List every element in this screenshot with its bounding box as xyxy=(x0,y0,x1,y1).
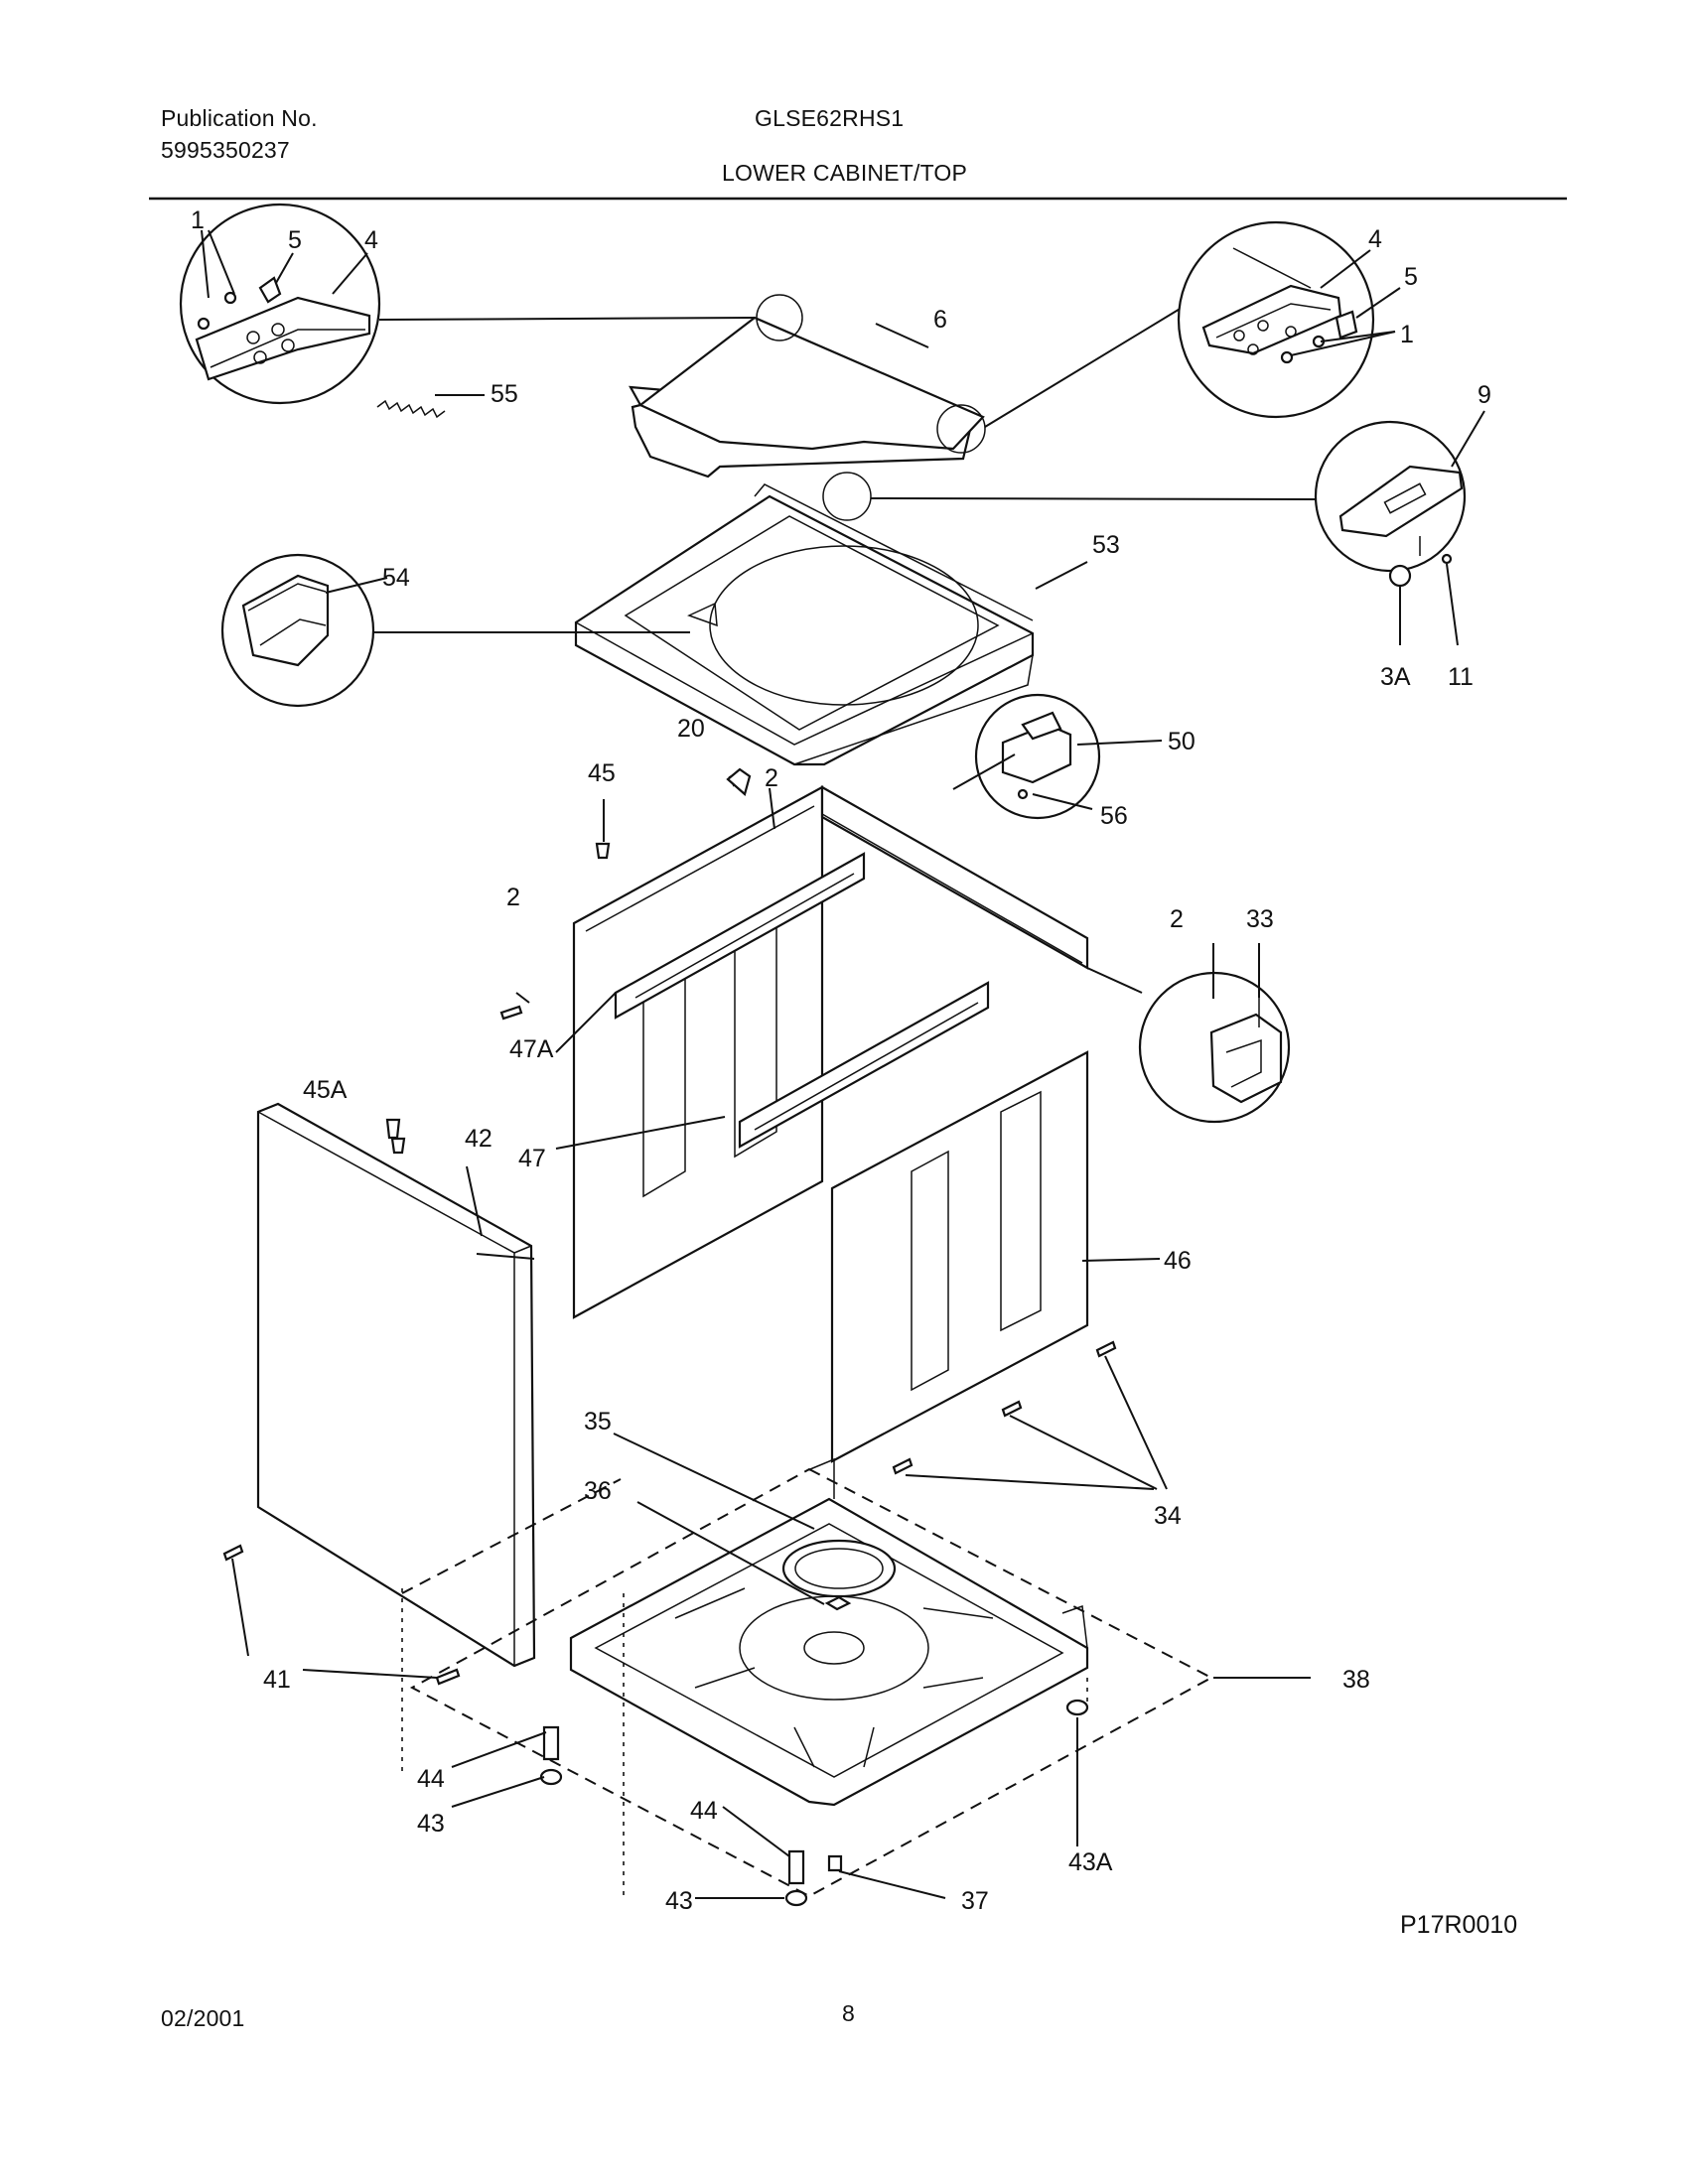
assembly-guide-feet xyxy=(401,1478,622,1594)
callout-5: 5 xyxy=(288,226,302,254)
section-title: LOWER CABINET/TOP xyxy=(722,160,968,186)
detail-circle-lid-switch xyxy=(974,693,1101,820)
callout-56: 56 xyxy=(1100,802,1128,830)
publication-label: Publication No. xyxy=(161,105,318,131)
callout-41: 41 xyxy=(263,1666,291,1694)
model-number: GLSE62RHS1 xyxy=(755,105,905,131)
brace-part-47 xyxy=(738,981,990,1149)
leader-lines xyxy=(201,229,1485,1899)
callout-20: 20 xyxy=(677,715,705,743)
callout-44: 44 xyxy=(417,1765,445,1793)
callout-43A: 43A xyxy=(1068,1848,1113,1876)
callout-2: 2 xyxy=(506,884,520,911)
callout-5: 5 xyxy=(1404,263,1418,291)
bumper-part-45A xyxy=(385,1118,401,1140)
callout-35: 35 xyxy=(584,1408,612,1435)
front-panel-part xyxy=(256,1102,536,1668)
detail-circle-dispenser-cup xyxy=(220,553,375,708)
brace-part-47A xyxy=(614,852,866,1020)
lid-part xyxy=(629,294,986,521)
publication-number: 5995350237 xyxy=(161,137,290,163)
callout-1: 1 xyxy=(191,206,205,234)
detail-circle-lid-bumper xyxy=(1314,420,1467,588)
callout-54: 54 xyxy=(382,564,410,592)
side-panel-part-46 xyxy=(830,1050,1089,1463)
callout-9: 9 xyxy=(1477,381,1491,409)
pump-plug-part xyxy=(824,1595,852,1611)
top-panel-part xyxy=(574,483,1035,766)
callout-53: 53 xyxy=(1092,531,1120,559)
callout-2: 2 xyxy=(765,764,778,792)
callout-33: 33 xyxy=(1246,905,1274,933)
callout-47A: 47A xyxy=(509,1035,554,1063)
assembly-guide-base xyxy=(409,1467,1214,1898)
detail-circle-hinge-bracket xyxy=(1138,971,1291,1124)
base-frame-part xyxy=(569,1457,1089,1807)
callout-38: 38 xyxy=(1342,1666,1370,1694)
callout-55: 55 xyxy=(491,380,518,408)
callout-46: 46 xyxy=(1164,1247,1192,1275)
callout-3A: 3A xyxy=(1380,663,1411,691)
callout-labels: 1 5 4 55 6 4 5 1 9 3A 11 53 54 20 2 45 5… xyxy=(191,206,1491,1915)
callout-43: 43 xyxy=(417,1810,445,1838)
callout-45: 45 xyxy=(588,759,616,787)
detail-circle-hinge-right xyxy=(1177,220,1375,419)
spring-part xyxy=(376,394,485,419)
detail-circle-hinge-left xyxy=(179,203,381,405)
callout-50: 50 xyxy=(1168,728,1196,755)
screw-parts xyxy=(222,769,1179,1686)
seal-ring-part xyxy=(781,1539,897,1598)
callout-2: 2 xyxy=(1170,905,1184,933)
callout-47: 47 xyxy=(518,1145,546,1172)
callout-34: 34 xyxy=(1154,1502,1182,1530)
diagram-code: P17R0010 xyxy=(1400,1911,1517,1939)
callout-43: 43 xyxy=(665,1887,693,1915)
callout-42: 42 xyxy=(465,1125,492,1153)
callout-4: 4 xyxy=(364,226,378,254)
callout-4: 4 xyxy=(1368,225,1382,253)
page-number: 8 xyxy=(842,2000,855,2026)
callout-45A: 45A xyxy=(303,1076,348,1104)
callout-36: 36 xyxy=(584,1477,612,1505)
footer-date: 02/2001 xyxy=(161,2005,245,2031)
clip-part xyxy=(726,767,752,796)
callout-6: 6 xyxy=(933,306,947,334)
callout-1: 1 xyxy=(1400,321,1414,348)
callout-44: 44 xyxy=(690,1797,718,1825)
cabinet-back-panel xyxy=(572,785,824,1319)
callout-11: 11 xyxy=(1448,663,1474,691)
callout-37: 37 xyxy=(961,1887,989,1915)
